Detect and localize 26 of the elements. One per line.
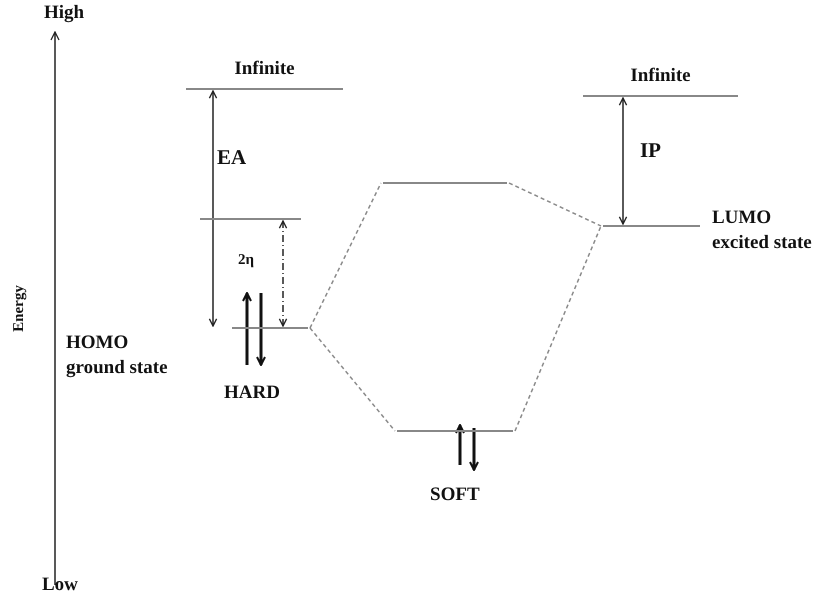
energy-level-line (397, 430, 513, 432)
edge-label: IP (640, 138, 661, 163)
energy-level-line (383, 182, 507, 184)
energy-level-line (232, 327, 308, 329)
double-headed-arrow (278, 220, 288, 327)
double-headed-arrow (208, 90, 218, 327)
double-headed-arrow (618, 97, 628, 225)
edge-label: EA (217, 145, 246, 170)
state-label: HOMO ground state (66, 331, 169, 380)
edge-label: 2η (238, 252, 254, 269)
energy-level-line (603, 225, 700, 227)
energy-level-line (583, 65, 738, 97)
level-label: Infinite (630, 65, 691, 86)
connector-line (514, 226, 602, 432)
state-label: SOFT (430, 483, 481, 507)
axis-title: Energy (10, 285, 28, 332)
energy-level-line (186, 58, 343, 90)
connector-line (309, 182, 382, 328)
connector-line (309, 328, 396, 432)
state-label: HARD (224, 381, 281, 405)
connector-line (508, 182, 602, 227)
level-label: Infinite (234, 58, 295, 79)
axis-end-label: High (44, 2, 84, 24)
energy-level-line (200, 218, 301, 220)
state-label: LUMO excited state (712, 206, 813, 255)
axis-end-label: Low (42, 574, 78, 596)
